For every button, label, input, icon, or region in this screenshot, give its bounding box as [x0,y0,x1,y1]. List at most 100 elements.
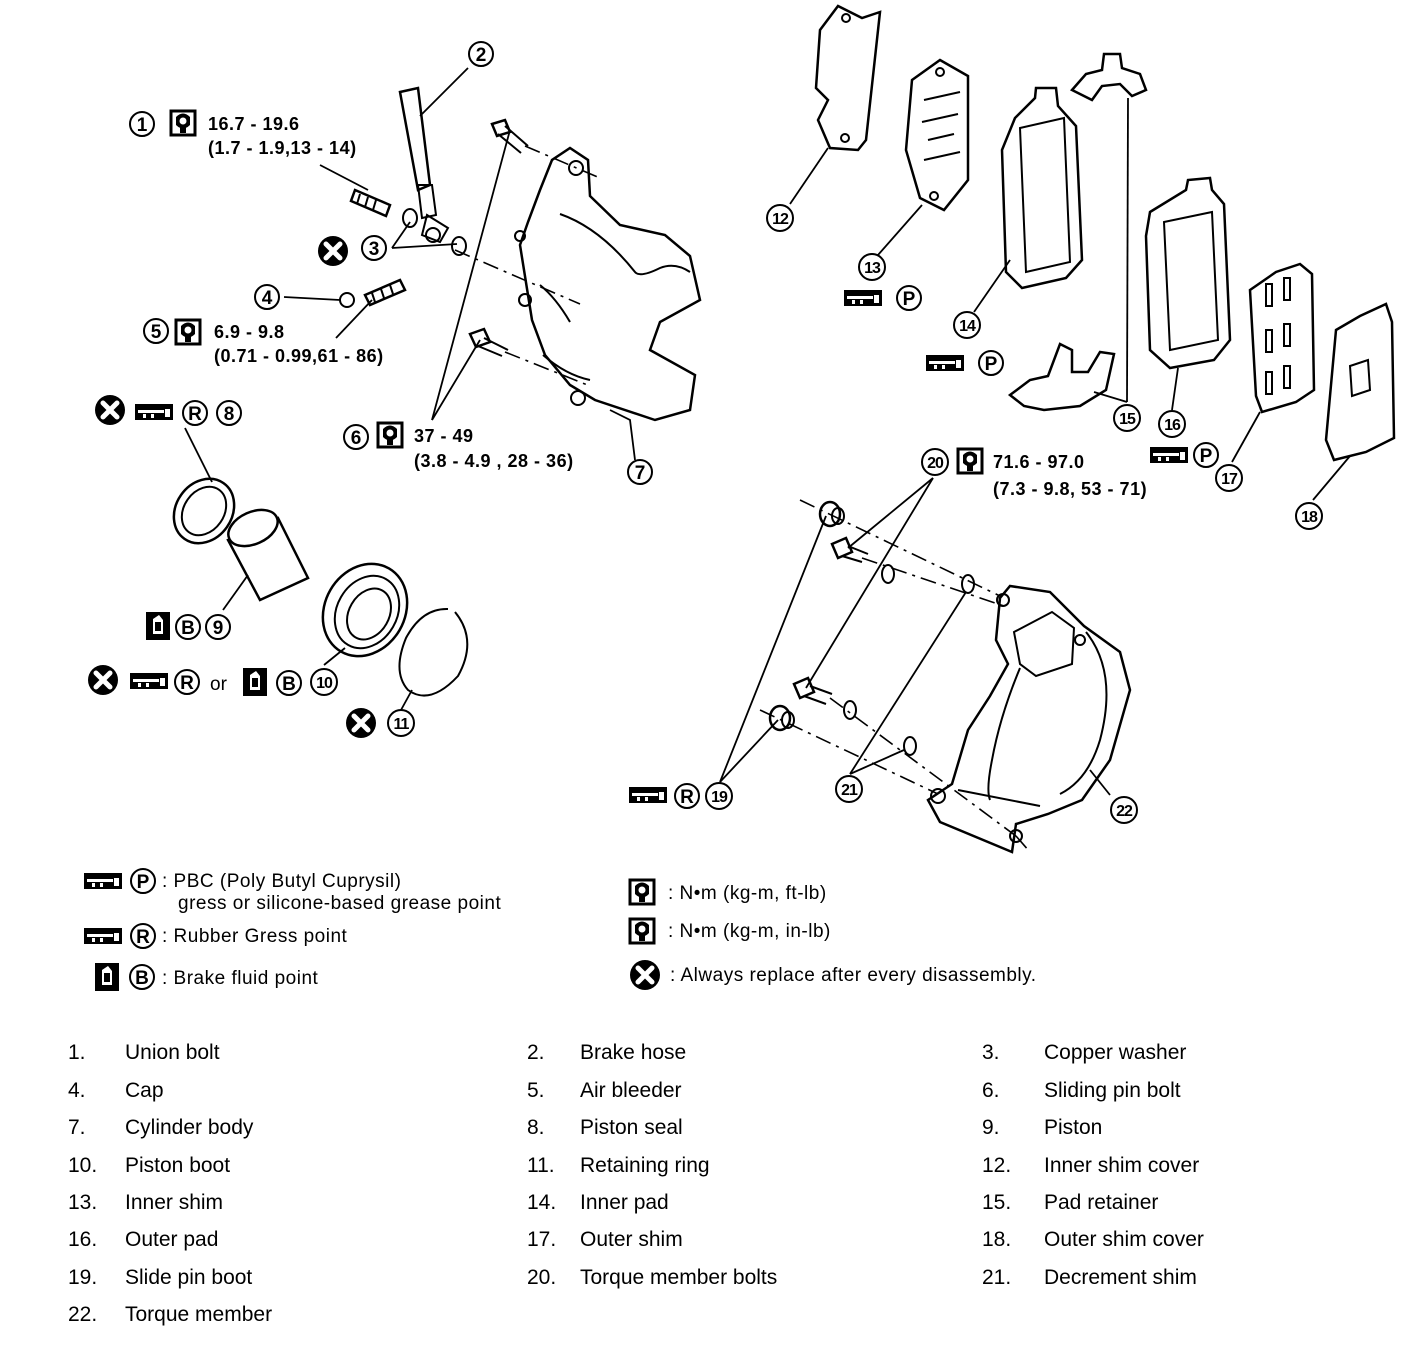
callout-5: 5 [143,318,169,344]
part-number: 21. [982,1266,1011,1289]
callout-11-label: 11 [394,716,410,733]
part-name: Retaining ring [580,1154,710,1177]
part-name: Inner shim [125,1191,223,1214]
callout-6: 6 [343,424,369,450]
replace-x-icon [318,236,348,266]
torque-member-drawing [759,499,1132,854]
replace-mark-3 [318,236,348,266]
callout-3: 3 [361,235,387,261]
callout-18: 18 [1295,502,1323,530]
pbc-grease-mark: P [985,354,998,375]
part-number: 5. [527,1079,545,1102]
torque-wrench-icon [628,878,656,906]
torque-6-units: (3.8 - 4.9 , 28 - 36) [414,451,574,471]
replace-x-icon [95,395,125,425]
callout-1-label: 1 [137,115,148,136]
callout-9: 9 [205,614,231,640]
part-number: 6. [982,1079,1000,1102]
part-name: Union bolt [125,1041,220,1064]
torque-wrench-inlb-icon [174,318,202,346]
legend-replace-text: : Always replace after every disassembly… [670,965,1037,986]
callout-6-label: 6 [351,428,362,449]
callout-10-label: 10 [316,675,333,692]
parts-list: 1. Union bolt 4. Cap 7. Cylinder body 10… [68,1041,1204,1326]
symbols-13: P [844,285,922,311]
part-number: 12. [982,1154,1011,1177]
legend-brake-fluid-text: : Brake fluid point [162,968,319,989]
callout-19-label: 19 [711,789,728,806]
part-name: Sliding pin bolt [1044,1079,1181,1102]
rubber-grease-mark: R [680,787,694,808]
symbols-14: P [926,350,1004,376]
part-number: 19. [68,1266,97,1289]
part-name: Slide pin boot [125,1266,252,1289]
torque-5-units: (0.71 - 0.99,61 - 86) [214,346,384,366]
torque-wrench-icon [169,109,197,137]
rubber-grease-mark: R [136,927,150,948]
part-number: 10. [68,1154,97,1177]
brake-fluid-mark: B [135,968,149,989]
torque-1-value: 16.7 - 19.6 [208,114,300,134]
callout-17-label: 17 [1221,471,1238,488]
legend-replace: : Always replace after every disassembly… [630,960,1037,990]
part-number: 11. [527,1154,555,1177]
part-number: 22. [68,1303,97,1326]
part-number: 18. [982,1228,1011,1251]
part-name: Air bleeder [580,1079,682,1102]
part-name: Cap [125,1079,164,1102]
grease-icon [926,355,964,371]
legend-nm-inlb-text: : N•m (kg-m, in-lb) [668,921,831,942]
part-name: Torque member bolts [580,1266,777,1289]
part-name: Outer pad [125,1228,218,1251]
callout-9-label: 9 [213,618,224,639]
part-name: Copper washer [1044,1041,1186,1064]
callout-16: 16 [1158,410,1186,438]
part-name: Piston [1044,1116,1102,1139]
symbols-11 [346,708,376,738]
part-number: 7. [68,1116,86,1139]
torque-spec-20: 71.6 - 97.0 (7.3 - 9.8, 53 - 71) [956,447,1147,499]
replace-x-icon [346,708,376,738]
brake-fluid-icon [146,612,170,640]
part-number: 8. [527,1116,545,1139]
pbc-grease-mark: P [903,289,916,310]
grease-icon [84,928,122,944]
symbols-16: P [1150,442,1219,468]
right-top-leader-lines [789,97,1351,501]
part-number: 9. [982,1116,1000,1139]
grease-icon [130,673,168,689]
replace-x-icon [630,960,660,990]
symbols-10: R or B [88,665,302,696]
callout-5-label: 5 [151,322,162,343]
callout-13-label: 13 [864,260,881,277]
grease-icon [135,404,173,420]
callout-22: 22 [1110,796,1138,824]
callout-21: 21 [835,775,863,803]
part-number: 17. [527,1228,556,1251]
part-name: Outer shim [580,1228,683,1251]
callout-8: 8 [216,400,242,426]
callout-18-label: 18 [1301,509,1318,526]
rubber-grease-mark: R [188,404,202,425]
grease-icon [84,873,122,889]
torque-spec-5: 6.9 - 9.8 (0.71 - 0.99,61 - 86) [174,318,384,366]
torque-wrench-icon [956,447,984,475]
callout-10: 10 [310,668,338,696]
callout-3-label: 3 [369,239,380,260]
callout-13: 13 [858,253,886,281]
torque-20-value: 71.6 - 97.0 [993,452,1085,472]
brake-fluid-mark: B [282,674,296,695]
part-name: Cylinder body [125,1116,254,1139]
callout-16-label: 16 [1164,417,1181,434]
torque-wrench-icon [376,421,404,449]
part-number: 15. [982,1191,1011,1214]
callout-20-label: 20 [927,455,944,472]
part-number: 14. [527,1191,556,1214]
part-name: Piston seal [580,1116,683,1139]
callout-19: 19 [705,782,733,810]
legend-pbc-line2: gress or silicone-based grease point [178,893,501,914]
torque-1-units: (1.7 - 1.9,13 - 14) [208,138,357,158]
legend-nm-ftlb: : N•m (kg-m, ft-lb) [628,878,826,906]
pbc-grease-mark: P [137,872,150,893]
